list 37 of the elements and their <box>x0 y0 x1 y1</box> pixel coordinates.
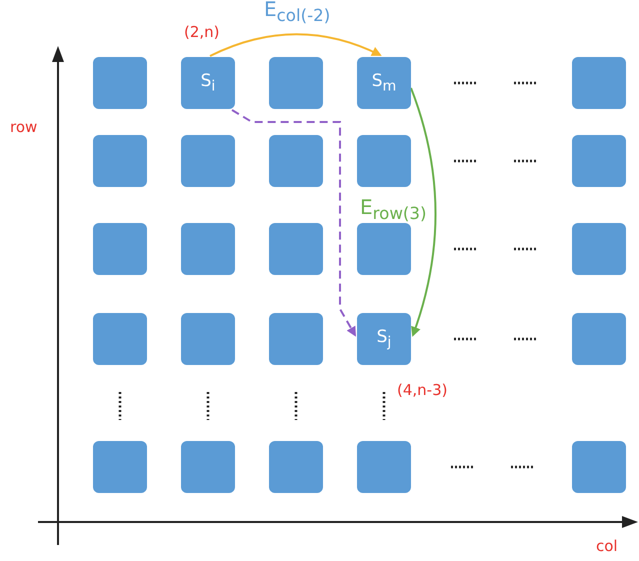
arrow <box>410 88 436 337</box>
grid-cell <box>269 441 323 493</box>
grid-cell <box>357 313 411 365</box>
grid-cell <box>357 57 411 109</box>
grid-cell <box>357 441 411 493</box>
edge-label: E$_{row(3)}$ <box>360 195 427 223</box>
grid-cell <box>181 57 235 109</box>
grid-cell <box>357 135 411 187</box>
grid-cell <box>181 441 235 493</box>
axis-label: row <box>10 118 38 136</box>
coordinate-label: (2,n) <box>184 23 220 41</box>
grid-cell <box>572 313 626 365</box>
state-label: S$_{i}$ <box>200 71 216 95</box>
grid-cell <box>269 135 323 187</box>
grid-cell <box>572 223 626 275</box>
coordinate-label: (4,n-3) <box>397 381 448 399</box>
grid-cell <box>572 441 626 493</box>
grid-cell <box>181 313 235 365</box>
grid-cell <box>93 223 147 275</box>
grid-cell <box>93 135 147 187</box>
state-label: S$_{m}$ <box>372 71 396 95</box>
grid-cell <box>572 135 626 187</box>
grid-cell <box>269 223 323 275</box>
grid-cell <box>572 57 626 109</box>
axis-label: col <box>596 537 618 555</box>
grid-cell <box>181 135 235 187</box>
grid-cell <box>181 223 235 275</box>
grid-cell <box>93 57 147 109</box>
grid-cell <box>269 57 323 109</box>
arrow <box>231 109 356 337</box>
arrow <box>210 33 382 57</box>
state-label: S$_{j}$ <box>376 327 392 351</box>
grid-cell <box>93 441 147 493</box>
grid-cell <box>269 313 323 365</box>
grid-cell <box>357 223 411 275</box>
edge-label: E$_{col(-2)}$ <box>264 0 330 25</box>
grid-cell <box>93 313 147 365</box>
